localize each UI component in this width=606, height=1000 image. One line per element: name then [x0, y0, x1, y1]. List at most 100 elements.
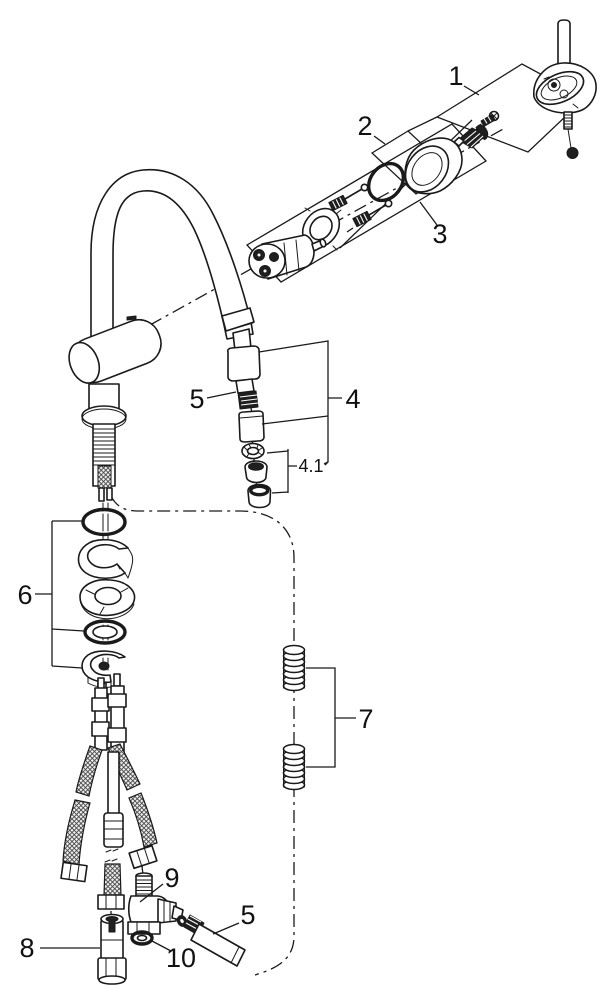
hose-spring-lower	[282, 743, 306, 791]
part-label-5-upper: 5	[189, 384, 204, 414]
bracket-part4	[258, 340, 342, 465]
cartridge-port-pin	[257, 253, 261, 257]
part-label-4: 4	[345, 384, 360, 414]
handle-screw	[563, 111, 573, 149]
adapter-screw-threads	[483, 116, 492, 124]
handle-clip-mark	[543, 76, 579, 109]
shank-threads	[92, 428, 116, 466]
handle-cap-ball	[566, 147, 579, 159]
valve-body-cylinder	[68, 318, 162, 384]
hose-nut-left	[60, 861, 88, 883]
base-o-ring	[81, 507, 127, 537]
leader-part5-upper	[206, 391, 237, 399]
adapter-screw-shaft	[480, 114, 496, 127]
retaining-ring-inner	[309, 215, 333, 241]
hose-end-fitting	[183, 914, 246, 967]
cartridge-ribs	[283, 239, 300, 276]
aerator-housing-4-1	[247, 483, 272, 509]
connector-threaded-tip	[237, 390, 259, 410]
connector-neck2	[235, 378, 255, 394]
hose-break-marks	[104, 848, 119, 863]
part-labels: 1 2 3 4 4.1 5 6 7 8 9 10 5	[17, 61, 463, 973]
part-label-4-1: 4.1	[298, 456, 323, 476]
small-o-ring	[176, 915, 188, 927]
adapter-knurled-body	[457, 127, 487, 149]
washer-part10	[130, 930, 154, 946]
handle-mechanism-ring	[547, 78, 561, 92]
leader-part2	[373, 135, 386, 145]
elbow-base-hex	[127, 921, 161, 935]
handle-underside-rim	[535, 70, 585, 106]
leader-part3	[419, 201, 438, 226]
hose-end-body	[190, 923, 246, 967]
dome-o-ring	[366, 161, 406, 203]
part-label-5-lower: 5	[240, 900, 255, 930]
spout-arc	[90, 168, 254, 346]
aerator-insert-4-1	[244, 460, 268, 484]
connector-body	[226, 345, 261, 382]
spacer-washer	[83, 619, 127, 645]
pullout-hose-nut	[97, 894, 125, 910]
pullout-hose-braided-seg	[103, 863, 122, 897]
bracket-part4-1	[266, 449, 329, 494]
dome-cap	[404, 137, 463, 195]
sleeve-part4	[238, 410, 265, 443]
supply-tube-right-band2	[107, 727, 127, 743]
supply-tube-tip-right	[113, 673, 121, 687]
check-valve-keyway	[108, 920, 116, 933]
retaining-ring	[299, 207, 342, 251]
hose-tail-left	[98, 487, 105, 502]
pullout-hose	[107, 751, 120, 816]
part-label-9: 9	[164, 863, 179, 893]
part-label-7: 7	[358, 704, 373, 734]
hose-routing-axis-line	[110, 495, 295, 976]
handle-stick	[557, 19, 571, 69]
supply-hose-assembly	[60, 673, 158, 910]
handle-mechanism-ring2	[559, 89, 569, 99]
mounting-hardware	[77, 507, 136, 690]
leader-part5-lower	[212, 922, 240, 935]
elbow-nipple	[135, 875, 153, 897]
bracket-part7	[306, 667, 356, 768]
faucet-body	[68, 168, 255, 502]
clamp-screw	[98, 661, 110, 671]
spray-head-collar	[221, 307, 255, 332]
hose-tail-right	[106, 487, 113, 501]
part-label-8: 8	[19, 933, 34, 963]
bracket-part6	[35, 520, 85, 669]
callout-lines	[35, 85, 480, 952]
braided-hose-left-upper	[75, 745, 103, 797]
part-label-6: 6	[17, 580, 32, 610]
supply-tube-left-band1	[91, 697, 110, 712]
braided-hose-left-lower	[62, 799, 91, 866]
braided-hose-right-lower	[128, 792, 158, 848]
elbow-fitting	[127, 872, 184, 935]
check-valve	[97, 913, 127, 985]
adapter-knurl-lines	[462, 130, 484, 148]
part-label-3: 3	[432, 219, 447, 249]
supply-tube-right-band1	[107, 693, 127, 708]
dome-cap-rim-outer	[404, 145, 450, 193]
elbow-nipple-threads	[135, 879, 153, 895]
leader-part9	[139, 883, 164, 903]
pullout-hose-connector	[103, 812, 124, 848]
part-label-1: 1	[448, 61, 463, 91]
part-label-10: 10	[166, 943, 196, 973]
body-logo-mark	[126, 315, 137, 321]
part-label-2: 2	[357, 111, 372, 141]
spray-head-joint-line	[225, 322, 254, 332]
hose-nut-right	[128, 844, 158, 870]
lever-handle	[533, 19, 597, 159]
stabilizer-plate	[77, 538, 134, 580]
aerator-washer-4-1	[241, 442, 265, 460]
leader-part10	[151, 940, 172, 952]
cartridge	[248, 234, 327, 280]
handle-mechanism-hub	[551, 82, 557, 88]
group-box-link-line	[407, 116, 438, 132]
hose-spring-upper	[282, 644, 306, 692]
mounting-nut	[79, 578, 136, 620]
hose-connector-stack	[226, 328, 272, 509]
shank-hose-braid	[97, 465, 112, 489]
